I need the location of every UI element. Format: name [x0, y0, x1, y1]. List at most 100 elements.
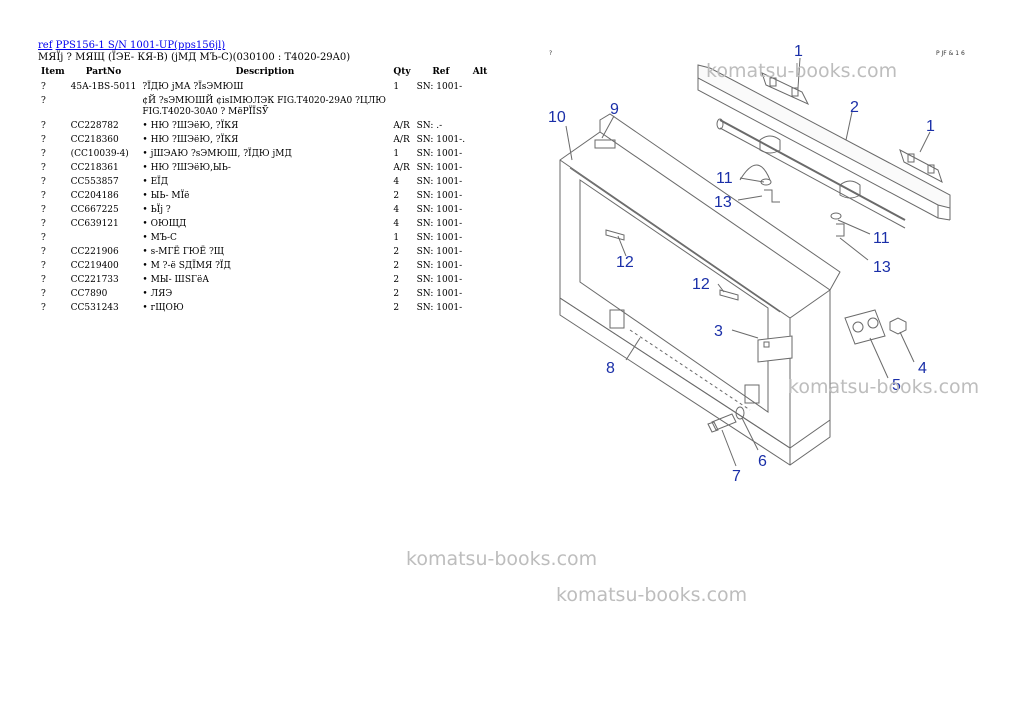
cell-item: ? — [41, 95, 46, 106]
part-1-bracket-left — [761, 72, 810, 106]
callout-13-lower: 13 — [873, 259, 891, 276]
cell-qty: 4 — [393, 218, 400, 229]
cell-qty: 2 — [393, 288, 400, 299]
cell-description: • ОЮЩД — [142, 218, 187, 229]
part-2-top-bar — [697, 64, 951, 229]
cell-partno: CC7890 — [70, 288, 108, 299]
col-header-description: Description — [235, 67, 295, 77]
col-header-item: Item — [41, 67, 65, 77]
cell-ref: SN: 1001- — [416, 162, 463, 173]
cell-ref: SN: 1001- — [416, 274, 463, 285]
cell-ref: SN: .- — [416, 120, 443, 131]
cell-ref: SN: 1001- — [416, 148, 463, 159]
cell-partno — [68, 94, 140, 119]
cell-qty: 2 — [393, 246, 400, 257]
col-header-ref: Ref — [432, 67, 450, 77]
callout-12-lower: 12 — [692, 276, 710, 293]
cell-ref: SN: 1001- — [416, 190, 463, 201]
cell-partno: CC639121 — [70, 218, 119, 229]
cell-description: ¢Й ?sЭМЮШЙ ¢іsІМЮЛЭК FIG.T4020-29A0 ?ЦЛЮ… — [142, 95, 387, 117]
cell-alt — [468, 217, 492, 231]
cell-description: • НЮ ?ШЭёЮ, ?ЇКЯ — [142, 120, 239, 131]
cell-description: • s-МГЁ ГЮЁ ?Щ — [142, 246, 225, 257]
cell-alt — [468, 133, 492, 147]
cell-description: • ЕЇД — [142, 176, 169, 187]
cell-qty: 2 — [393, 274, 400, 285]
cell-item: ? — [41, 302, 46, 313]
callout-4: 4 — [918, 360, 927, 377]
cell-ref — [414, 94, 468, 119]
cell-alt — [468, 287, 492, 301]
cell-item: ? — [41, 162, 46, 173]
cell-description: • МЫ- ШSГёА — [142, 274, 210, 285]
callout-labels: 1 2 1 10 9 11 13 11 13 12 12 3 4 5 8 6 7 — [548, 43, 935, 485]
part-5-hanger — [844, 309, 886, 345]
callout-1-right: 1 — [926, 118, 935, 135]
cell-description: ?ЇДЮ јМА ?ЇsЭМЮШ — [142, 81, 244, 92]
ref-link[interactable]: PPS156-1 S/N 1001-UP(pps156jl) — [55, 40, 226, 51]
cell-ref: SN: 1001- — [416, 81, 463, 92]
watermark-1: komatsu-books.com — [706, 60, 898, 82]
cell-qty: 4 — [393, 204, 400, 215]
table-row: ? ¢Й ?sЭМЮШЙ ¢іsІМЮЛЭК FIG.T4020-29A0 ?ЦЛ… — [36, 94, 492, 119]
part-13-elbow-lower — [836, 223, 845, 237]
cell-ref: SN: 1001- — [416, 288, 463, 299]
cell-partno — [68, 231, 140, 245]
callout-11-lower: 11 — [873, 230, 890, 247]
ref-link-prefix[interactable]: ref — [38, 40, 53, 51]
cell-item: ? — [41, 232, 46, 243]
cell-item: ? — [41, 134, 46, 145]
callout-12-upper: 12 — [616, 254, 634, 271]
cell-qty: 2 — [393, 190, 400, 201]
part-4-nut — [889, 317, 907, 335]
cell-item: ? — [41, 288, 46, 299]
cell-description: • гЩОЮ — [142, 302, 184, 313]
cell-alt — [468, 175, 492, 189]
cell-partno: CC204186 — [70, 190, 119, 201]
table-header-row: Item PartNo Description Qty Ref Alt — [36, 66, 492, 80]
callout-1-top: 1 — [794, 43, 803, 60]
cell-qty: 1 — [393, 232, 400, 243]
cell-description: • МЪ-С — [142, 232, 177, 243]
part-11-fitting-lower — [830, 212, 842, 220]
cell-partno: CC221906 — [70, 246, 119, 257]
cell-alt — [468, 80, 492, 94]
cell-alt — [468, 119, 492, 133]
cell-qty: 4 — [393, 176, 400, 187]
cell-partno: CC221733 — [70, 274, 119, 285]
cell-alt — [468, 147, 492, 161]
cell-item: ? — [41, 176, 46, 187]
cell-alt — [468, 273, 492, 287]
part-6-washer — [735, 406, 745, 420]
callout-7: 7 — [732, 468, 741, 485]
cell-qty: 1 — [393, 81, 400, 92]
cell-qty: A/R — [393, 134, 410, 145]
part-13-elbow-upper — [764, 189, 780, 203]
cell-item: ? — [41, 218, 46, 229]
callout-13-upper: 13 — [714, 194, 732, 211]
cell-partno: CC531243 — [70, 302, 119, 313]
cell-description: • НЮ ?ШЭёЮ, ?ЇКЯ — [142, 134, 239, 145]
cell-alt — [468, 259, 492, 273]
exploded-parts-diagram: 1 2 1 10 9 11 13 11 13 12 12 3 4 5 8 6 7 — [548, 43, 951, 485]
callout-5: 5 — [892, 377, 901, 394]
cell-partno: CC228782 — [70, 120, 119, 131]
parts-table: Item PartNo Description Qty Ref Alt ?45A… — [36, 66, 492, 315]
cell-alt — [468, 161, 492, 175]
watermark-2: komatsu-books.com — [788, 376, 980, 398]
cell-item: ? — [41, 260, 46, 271]
header-line-1: ref PPS156-1 S/N 1001-UP(pps156jl) — [38, 40, 350, 52]
cell-partno: CC667225 — [70, 204, 119, 215]
cell-alt — [468, 231, 492, 245]
cell-item: ? — [41, 120, 46, 131]
cell-description: • јШЭАЮ ?sЭМЮШ, ?ЇДЮ јМД — [142, 148, 292, 159]
cell-item: ? — [41, 204, 46, 215]
